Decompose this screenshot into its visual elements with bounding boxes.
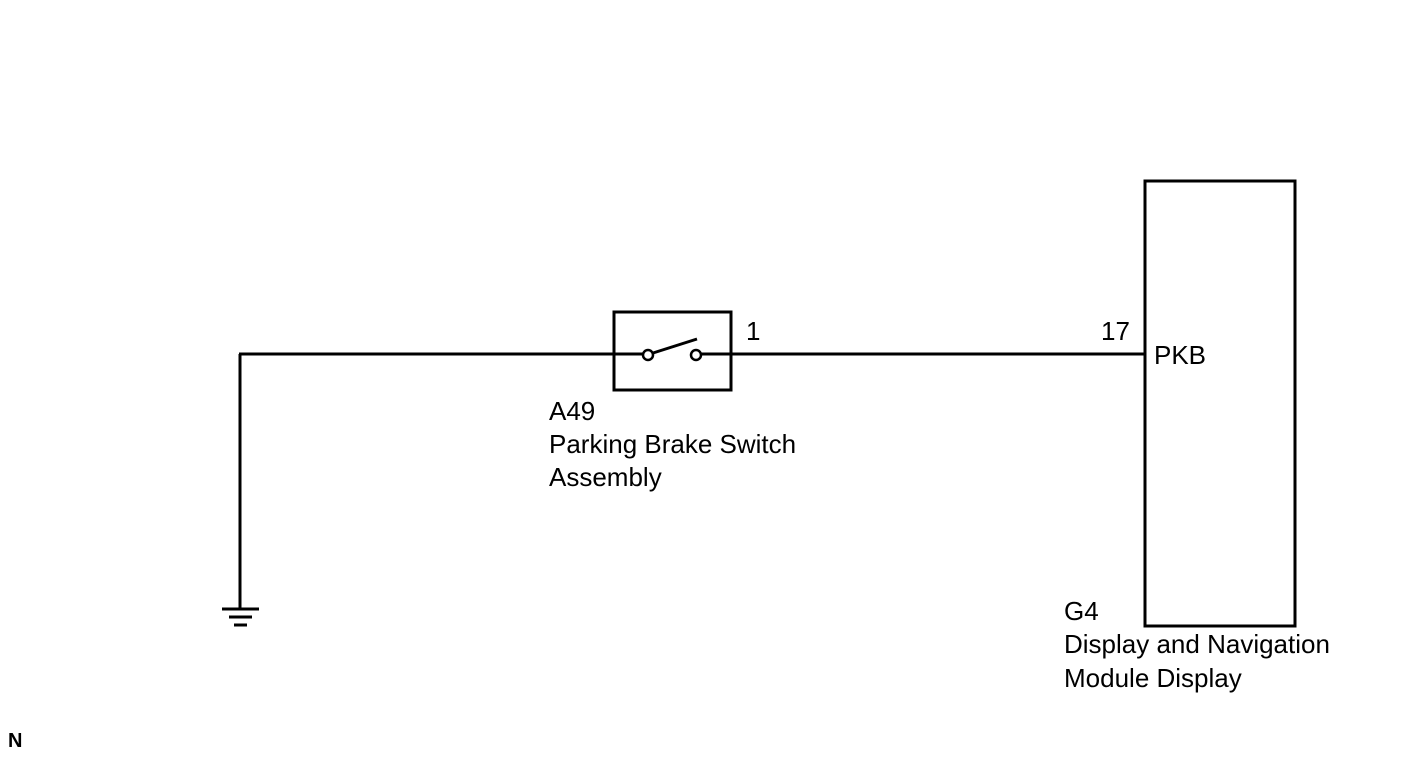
switch-contact-icon [614, 337, 731, 362]
module-name-line1: Display and Navigation [1064, 629, 1330, 659]
module-pin-label: 17 [1101, 316, 1130, 346]
corner-mark: N [8, 730, 23, 752]
module-name-line2: Module Display [1064, 663, 1242, 693]
module-terminal-label: PKB [1154, 340, 1207, 370]
switch-code-label: A49 [549, 396, 596, 426]
switch-name-line1: Parking Brake Switch [549, 429, 797, 459]
switch-name-line2: Assembly [549, 462, 662, 492]
switch-pin-label: 1 [746, 316, 761, 346]
module-code-label: G4 [1064, 596, 1099, 626]
ground-symbol-icon [222, 607, 259, 627]
module-box [1143, 179, 1297, 628]
switch-box [612, 310, 733, 392]
